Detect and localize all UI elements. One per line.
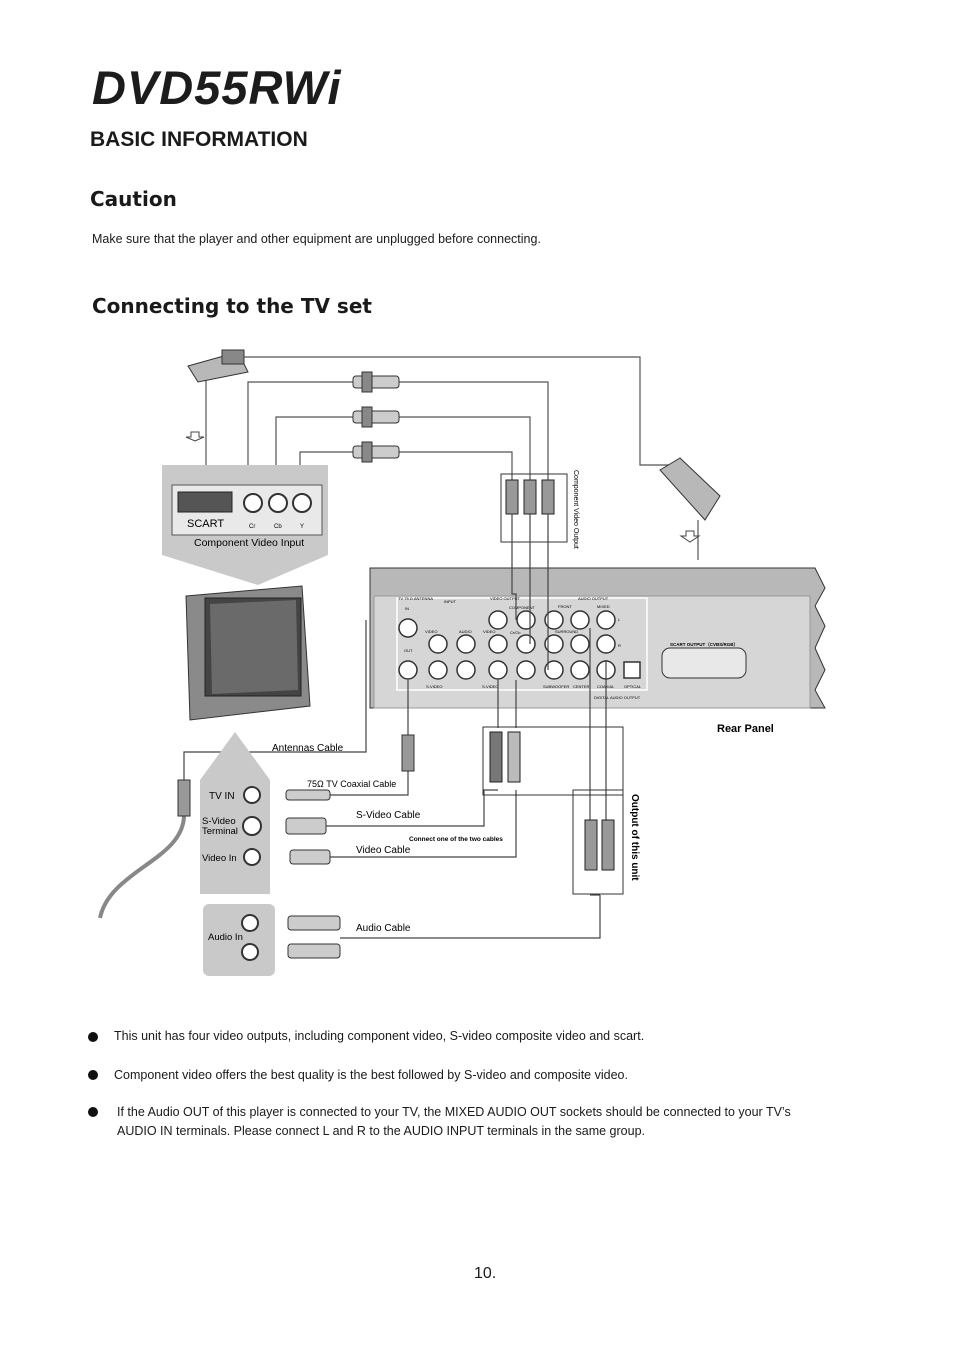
svg-text:Cb: Cb <box>274 524 282 530</box>
svg-text:S-VIDEO: S-VIDEO <box>426 684 442 689</box>
svg-text:L: L <box>618 617 621 622</box>
svg-text:SCART OUTPUT（CVBS/RGB）: SCART OUTPUT（CVBS/RGB） <box>670 642 738 648</box>
svg-text:Output of this unit: Output of this unit <box>629 794 640 881</box>
svideo-cable-label: S-Video Cable <box>356 810 421 821</box>
svg-text:VIDEO: VIDEO <box>425 629 437 634</box>
svg-text:FRONT: FRONT <box>558 604 572 609</box>
svg-text:Audio In: Audio In <box>208 932 243 943</box>
svg-text:DIGITAL AUDIO OUTPUT: DIGITAL AUDIO OUTPUT <box>594 695 641 700</box>
svg-text:SURROUND: SURROUND <box>555 629 578 634</box>
tv-input-panel: SCART Cr Cb Y Component Video Input <box>162 465 328 585</box>
component-output-box: Component Video Output <box>500 470 579 549</box>
model-title: DVD55RWi <box>92 61 342 114</box>
tv-set <box>185 585 311 721</box>
svg-text:Video In: Video In <box>202 853 237 864</box>
svg-text:Cr: Cr <box>249 524 255 530</box>
svg-text:Component Video Output: Component Video Output <box>572 470 579 549</box>
scart-plug-left <box>187 349 249 383</box>
svg-text:Y: Y <box>300 524 304 530</box>
svg-text:SUBWOOFER: SUBWOOFER <box>543 684 569 689</box>
side-plugs <box>177 734 415 959</box>
svg-text:SCART: SCART <box>187 518 224 530</box>
bullet-dot <box>88 1070 98 1080</box>
audio-cable-label: Audio Cable <box>356 923 411 934</box>
rear-panel-label: Rear Panel <box>717 723 774 735</box>
rca-plugs-top <box>352 371 400 463</box>
svg-text:R: R <box>618 643 621 648</box>
bullet-dot <box>88 1107 98 1117</box>
connect-heading: Connecting to the TV set <box>92 294 372 318</box>
svg-text:CENTER: CENTER <box>573 684 590 689</box>
svg-text:TV IN: TV IN <box>209 791 235 802</box>
svg-text:AUDIO OUTPUT: AUDIO OUTPUT <box>578 596 609 601</box>
bullet-dot <box>88 1032 98 1042</box>
svg-text:Terminal: Terminal <box>202 826 238 837</box>
svg-text:TV 75 Ω ANTENNA: TV 75 Ω ANTENNA <box>398 596 433 601</box>
bullet-text-2: Component video offers the best quality … <box>114 1068 628 1082</box>
svg-text:MIXED: MIXED <box>597 604 610 609</box>
svg-text:INPUT: INPUT <box>444 599 457 604</box>
tv-inputs-panel: TV IN S-Video Terminal Video In Audio In <box>200 732 275 976</box>
svg-text:AUDIO: AUDIO <box>459 629 472 634</box>
svg-text:OUT: OUT <box>404 648 413 653</box>
lower-wires <box>98 514 607 939</box>
svg-text:Component Video Input: Component Video Input <box>194 537 304 549</box>
svg-text:Cr/Cb: Cr/Cb <box>510 630 521 635</box>
caution-text: Make sure that the player and other equi… <box>92 232 541 246</box>
antennas-cable-label: Antennas Cable <box>272 743 344 754</box>
bullet-text-3: If the Audio OUT of this player is conne… <box>117 1105 791 1138</box>
svg-text:COMPONENT: COMPONENT <box>509 605 536 610</box>
svg-text:S-Video: S-Video <box>202 816 236 827</box>
svg-text:VIDEO OUTPUT: VIDEO OUTPUT <box>490 596 521 601</box>
svg-text:OPTICAL: OPTICAL <box>624 684 642 689</box>
svg-text:S-VIDEO: S-VIDEO <box>482 684 498 689</box>
caution-heading: Caution <box>90 187 177 211</box>
scart-plug-right <box>659 457 721 521</box>
svg-text:IN: IN <box>405 606 409 611</box>
coaxial-cable-label: 75Ω TV Coaxial Cable <box>307 779 396 789</box>
output-unit-box: Output of this unit <box>482 726 640 895</box>
down-arrow-icon <box>679 530 701 543</box>
video-cable-label: Video Cable <box>356 845 411 856</box>
page-number: 10. <box>474 1265 497 1282</box>
bullet-text-1: This unit has four video outputs, includ… <box>114 1029 645 1043</box>
down-arrow-icon <box>185 431 205 442</box>
connect-one-label: Connect one of the two cables <box>409 836 503 843</box>
section-title: BASIC INFORMATION <box>90 128 308 151</box>
svg-text:VIDEO: VIDEO <box>483 629 495 634</box>
rear-panel: SCART OUTPUT（CVBS/RGB） TV 75 Ω ANTENNA I… <box>369 567 826 709</box>
